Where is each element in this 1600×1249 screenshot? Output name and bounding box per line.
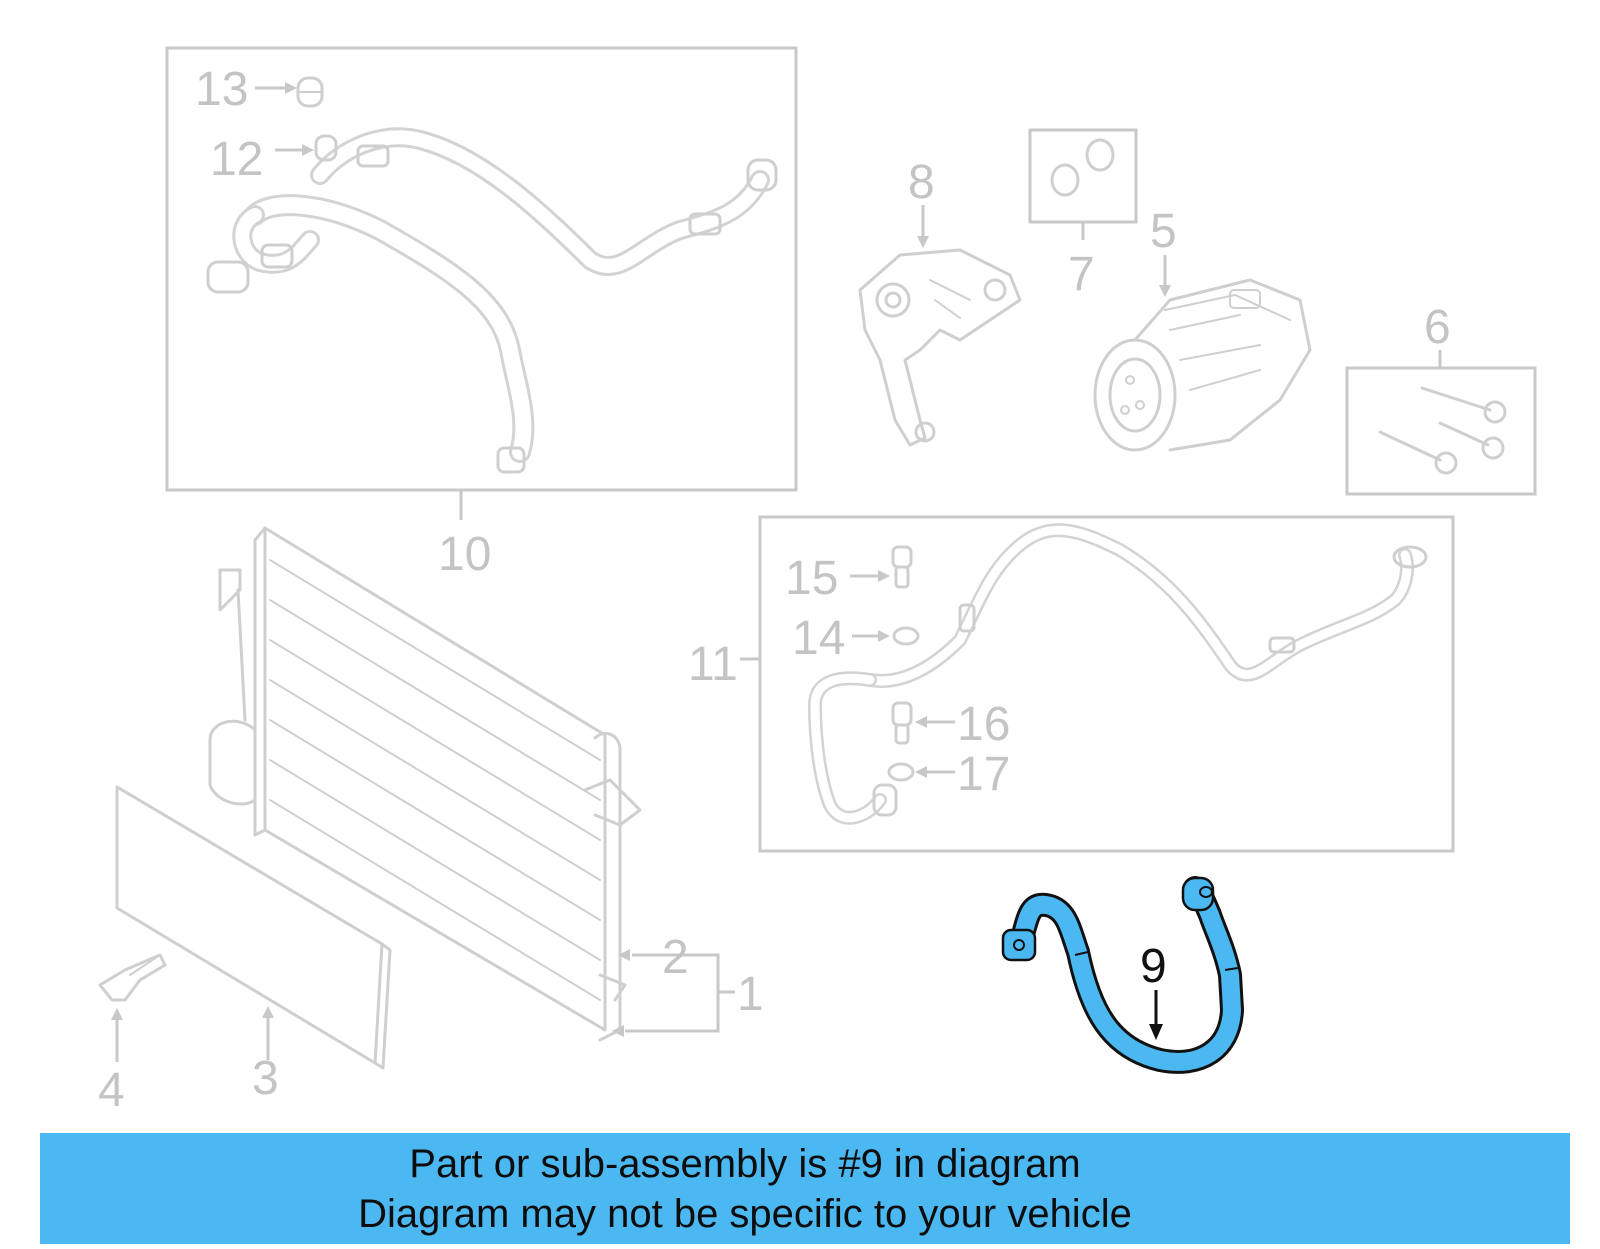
banner-line-2: Diagram may not be specific to your vehi… bbox=[358, 1192, 1132, 1236]
callout-15: 15 bbox=[785, 552, 838, 605]
hose-assembly-11[interactable] bbox=[808, 523, 1428, 825]
service-cap-12[interactable] bbox=[314, 134, 338, 162]
compressor-bracket-8[interactable] bbox=[858, 248, 1022, 447]
group-10-frame bbox=[165, 46, 798, 492]
callout-14: 14 bbox=[792, 612, 845, 665]
callout-3: 3 bbox=[252, 1052, 279, 1105]
o-ring-17[interactable] bbox=[887, 762, 915, 782]
pressure-sensor-16[interactable] bbox=[891, 701, 913, 745]
callout-1: 1 bbox=[737, 968, 764, 1021]
bolts-6[interactable] bbox=[1378, 386, 1507, 475]
callout-12: 12 bbox=[210, 133, 263, 186]
callout-5: 5 bbox=[1150, 205, 1177, 258]
group-11-frame bbox=[758, 515, 1455, 853]
callout-7: 7 bbox=[1068, 248, 1095, 301]
callout-2: 2 bbox=[662, 931, 689, 984]
pressure-switch-15[interactable] bbox=[891, 545, 913, 589]
o-ring-14[interactable] bbox=[892, 626, 920, 646]
callout-10: 10 bbox=[438, 528, 491, 581]
group-6-frame bbox=[1345, 366, 1537, 496]
callout-6: 6 bbox=[1424, 301, 1451, 354]
hose-assembly-10[interactable] bbox=[206, 127, 778, 474]
callout-17: 17 bbox=[957, 748, 1010, 801]
ac-compressor-5[interactable] bbox=[1093, 278, 1312, 452]
highlighted-hose-9[interactable] bbox=[1001, 876, 1244, 1074]
callout-13: 13 bbox=[195, 63, 248, 116]
banner-line-1: Part or sub-assembly is #9 in diagram bbox=[409, 1142, 1081, 1186]
callout-8: 8 bbox=[908, 156, 935, 209]
retainer-clip-4[interactable] bbox=[98, 953, 167, 1002]
group-7-frame bbox=[1028, 128, 1138, 224]
caps-7[interactable] bbox=[1050, 138, 1115, 197]
service-cap-13[interactable] bbox=[296, 76, 324, 108]
callout-4: 4 bbox=[98, 1064, 125, 1117]
info-banner: Part or sub-assembly is #9 in diagram Di… bbox=[40, 1133, 1570, 1244]
air-deflector-3[interactable] bbox=[115, 785, 392, 1070]
condenser-1[interactable] bbox=[208, 526, 642, 1042]
callout-9: 9 bbox=[1140, 940, 1167, 993]
callout-11: 11 bbox=[688, 638, 738, 691]
callout-16: 16 bbox=[957, 698, 1010, 751]
